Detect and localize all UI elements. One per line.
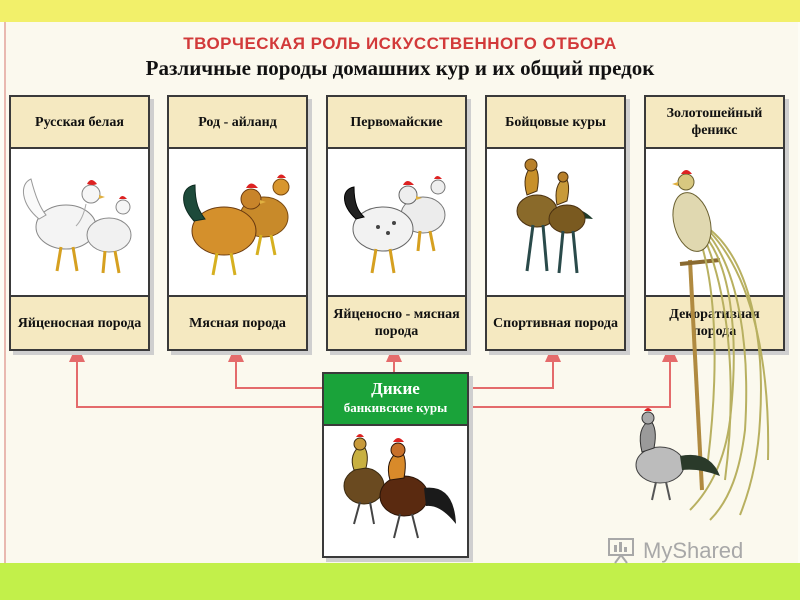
breed-card-russian-white: Русская белая Яйценосная порода xyxy=(9,95,150,351)
watermark-text: MyShared xyxy=(643,538,744,563)
breed-name: Бойцовые куры xyxy=(487,97,624,149)
ancestor-title: Дикие xyxy=(371,379,420,398)
bottom-band xyxy=(0,563,800,600)
ancestor-subtitle: банкивские куры xyxy=(343,400,448,415)
breed-name: Золотошейный феникс xyxy=(646,97,783,149)
ancestor-box: Дикие банкивские куры xyxy=(322,372,469,558)
breed-card-fighting: Бойцовые куры Спортивная порода xyxy=(485,95,626,351)
breed-card-phoenix: Золотошейный феникс Декоративная порода xyxy=(644,95,785,351)
phoenix-rooster-illustration xyxy=(635,170,770,521)
watermark: MyShared xyxy=(607,537,743,565)
breed-name: Первомайские xyxy=(328,97,465,149)
breed-purpose: Яйценосно - мясная порода xyxy=(328,295,465,349)
breed-purpose: Яйценосная порода xyxy=(11,295,148,349)
breed-card-rhode-island: Род - айланд Мясная порода xyxy=(167,95,308,351)
slide-title: ТВОРЧЕСКАЯ РОЛЬ ИСКУССТВЕННОГО ОТБОРА xyxy=(183,34,617,53)
presentation-icon xyxy=(608,538,634,564)
white-chicken-illustration xyxy=(23,178,132,274)
fighting-chicken-illustration xyxy=(516,158,593,274)
speckled-chicken-illustration xyxy=(344,176,446,274)
brown-chicken-illustration xyxy=(183,174,290,276)
breed-purpose: Мясная порода xyxy=(169,295,306,349)
wild-junglefowl-illustration xyxy=(343,434,456,539)
slide-subtitle: Различные породы домашних кур и их общий… xyxy=(145,56,655,80)
breed-name: Русская белая xyxy=(11,97,148,149)
ancestor-header: Дикие банкивские куры xyxy=(324,374,467,426)
breed-card-pervomayskie: Первомайские Яйценосно - мясная порода xyxy=(326,95,467,351)
breed-name: Род - айланд xyxy=(169,97,306,149)
breed-purpose: Спортивная порода xyxy=(487,295,624,349)
top-band xyxy=(0,0,800,22)
